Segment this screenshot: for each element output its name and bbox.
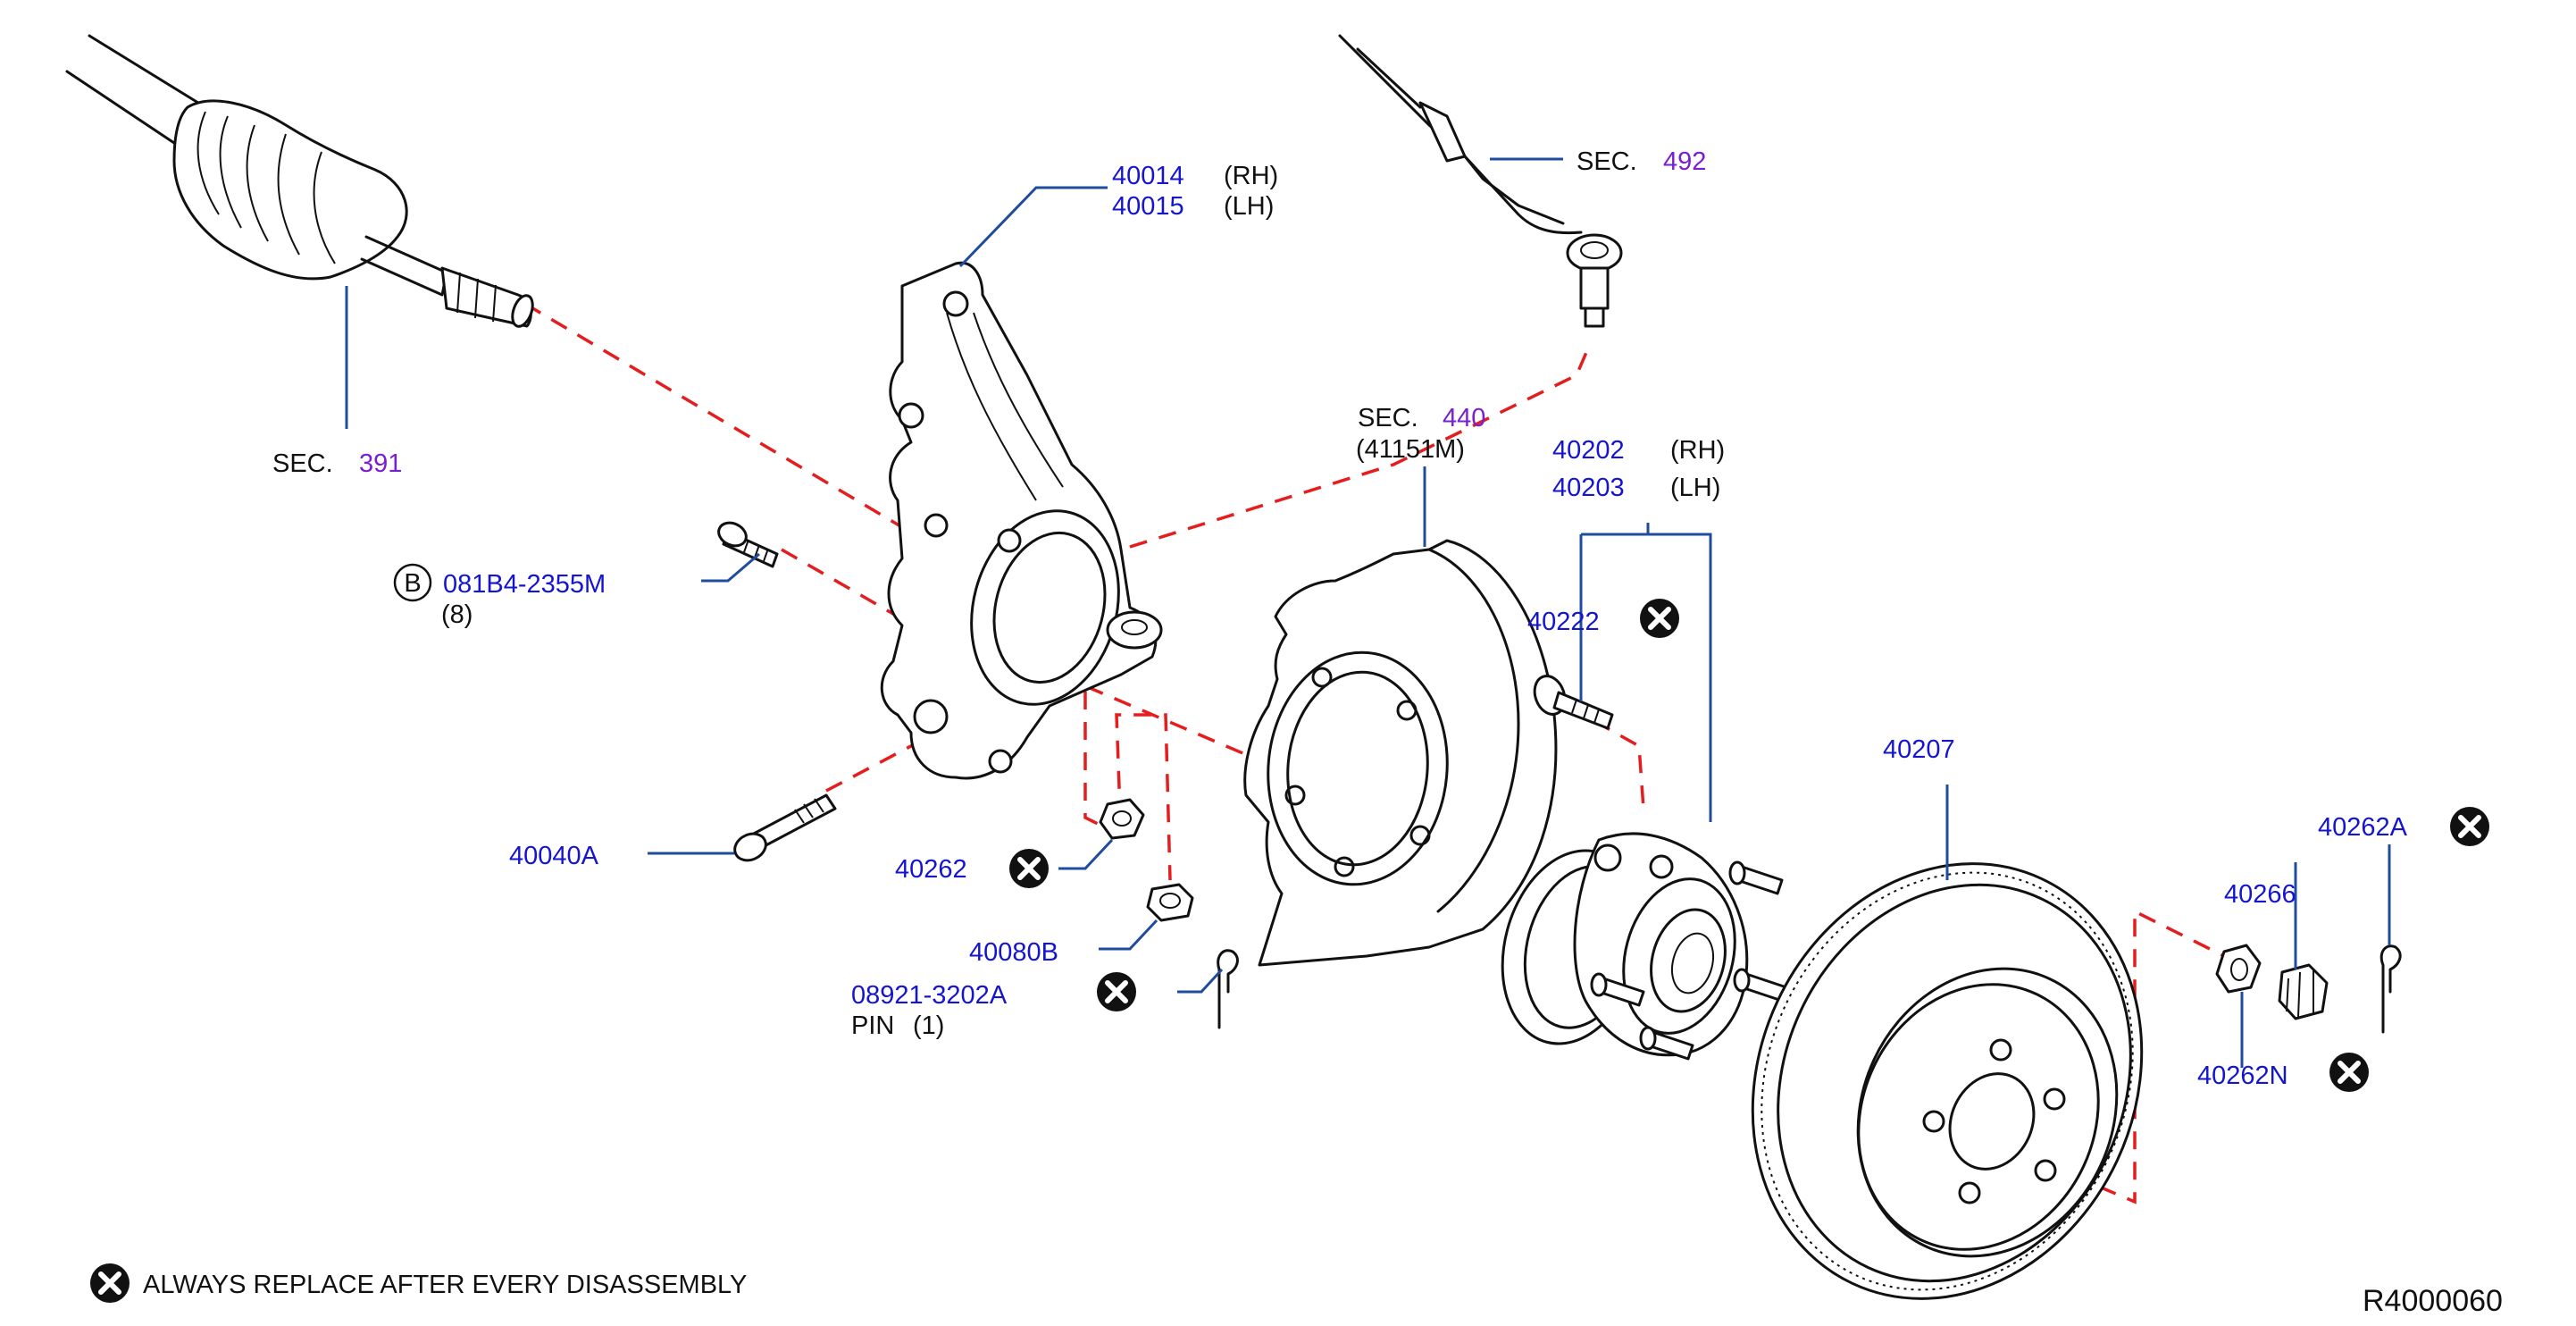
knuckle-lh-part-number: 40015 xyxy=(1112,192,1184,221)
drive-shaft-illustration xyxy=(65,34,534,328)
rotor-part-number: 40207 xyxy=(1883,735,1955,764)
sec-391-prefix: SEC. xyxy=(272,449,333,478)
hub-bolt-part-number: 40222 xyxy=(1527,608,1600,636)
backing-plate-illustration xyxy=(1243,539,1558,967)
circle-x-icon xyxy=(90,1263,130,1303)
circle-x-icon xyxy=(2329,1053,2369,1092)
castle-nut-40262n-illustration xyxy=(2278,963,2329,1020)
leader-hub-assembly xyxy=(1579,523,1712,822)
washer-40266-part-number: 40266 xyxy=(2224,880,2296,909)
pin-part-number: 08921-3202A xyxy=(851,981,1008,1010)
brake-rotor-illustration xyxy=(1751,862,2144,1300)
legend-text: ALWAYS REPLACE AFTER EVERY DISASSEMBLY xyxy=(143,1271,747,1299)
svg-text:B: B xyxy=(404,569,421,598)
nut-40262-illustration xyxy=(1099,798,1145,840)
sec-440-sub-number: (41151M) xyxy=(1356,435,1465,464)
hub-bolt-40222-illustration xyxy=(1533,675,1614,730)
circle-x-icon xyxy=(1640,599,1679,638)
sec-492-prefix: SEC. xyxy=(1577,147,1637,176)
pin-quantity: (1) xyxy=(913,1011,944,1040)
leader-knuckle xyxy=(958,186,1108,268)
sec-492-number: 492 xyxy=(1663,147,1706,176)
figure-code: R4000060 xyxy=(2363,1284,2503,1318)
knuckle-lh-side: (LH) xyxy=(1224,192,1274,221)
hub-assembly-illustration xyxy=(1501,832,1788,1061)
nut-center-line xyxy=(1083,661,1172,881)
hub-rh-side: (RH) xyxy=(1670,436,1725,465)
circle-x-icon xyxy=(1009,849,1049,888)
washer-40266-illustration xyxy=(2215,944,2262,994)
axle-center-line xyxy=(524,302,903,529)
pin-description: PIN xyxy=(851,1011,894,1040)
cotter-pin-illustration xyxy=(1217,949,1239,1029)
leader-cotter-pin xyxy=(1177,968,1224,994)
nut-40262n-part-number: 40262N xyxy=(2197,1062,2288,1090)
bolt-081b4-illustration xyxy=(717,521,779,568)
hub-lh-side: (LH) xyxy=(1670,474,1720,502)
leader-081b4 xyxy=(701,552,760,583)
lower-bolt-part-number: 40040A xyxy=(509,842,599,870)
hub-lh-part-number: 40203 xyxy=(1552,474,1625,502)
bolt-b-quantity: (8) xyxy=(441,600,473,629)
sec-440-number: 440 xyxy=(1443,404,1485,432)
bolt-b-part-number: 081B4-2355M xyxy=(443,570,606,599)
nut-40080b-part-number: 40080B xyxy=(969,938,1058,967)
nut-40080b-illustration xyxy=(1146,883,1194,922)
sec-391-number: 391 xyxy=(359,449,402,478)
leader-40080b xyxy=(1099,919,1158,951)
tie-rod-center-line xyxy=(1129,343,1592,549)
hub-bolt-center-line xyxy=(1567,704,1645,810)
leader-40262 xyxy=(1058,838,1114,870)
hub-rh-part-number: 40202 xyxy=(1552,436,1625,465)
sec-440-prefix: SEC. xyxy=(1358,404,1418,432)
knuckle-rh-part-number: 40014 xyxy=(1112,162,1184,190)
circle-x-icon xyxy=(2450,807,2489,846)
tie-rod-illustration xyxy=(1338,34,1623,328)
knuckle-rh-side: (RH) xyxy=(1224,162,1278,190)
nut-40262-part-number: 40262 xyxy=(895,855,967,884)
steering-knuckle-illustration xyxy=(880,261,1163,780)
circled-b-icon: B xyxy=(393,563,432,602)
circle-x-icon xyxy=(1097,972,1136,1011)
bolt-40040a-illustration xyxy=(733,793,837,862)
cotter-pin-40262a-illustration xyxy=(2379,944,2402,1034)
pin-40262a-part-number: 40262A xyxy=(2318,813,2408,842)
